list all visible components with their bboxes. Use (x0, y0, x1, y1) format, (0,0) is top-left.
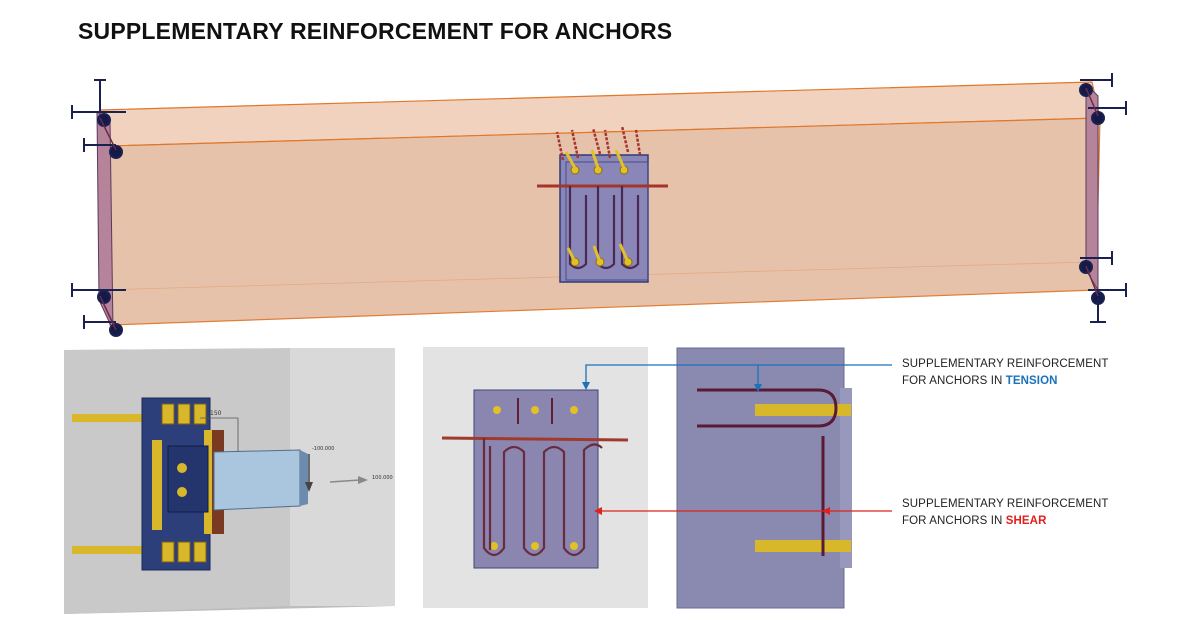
tension-leader (585, 364, 892, 386)
anchor-rod-bottom (72, 546, 152, 554)
shear-callout-line1: SUPPLEMENTARY REINFORCEMENT (902, 498, 1109, 510)
side-section-view (676, 347, 852, 609)
left-anchor-bolts (71, 79, 126, 337)
shear-keyword: SHEAR (1005, 515, 1047, 527)
dimension-label: 150 (210, 410, 222, 417)
tension-keyword: TENSION (1005, 375, 1058, 387)
page-title: SUPPLEMENTARY REINFORCEMENT FOR ANCHORS (78, 18, 673, 44)
right-anchor-bolts (1079, 73, 1127, 323)
center-anchor-plate (537, 125, 668, 283)
beam-isometric-view (71, 73, 1127, 337)
tension-callout-line2: FOR ANCHORS IN TENSION (902, 375, 1058, 387)
shear-callout: SUPPLEMENTARY REINFORCEMENT FOR ANCHORS … (902, 496, 1109, 530)
nuts (161, 403, 207, 563)
load-horizontal-label: 100.000 (372, 475, 393, 481)
tension-callout-line1: SUPPLEMENTARY REINFORCEMENT (902, 358, 1109, 370)
model-render-view: 150 -100.000 100.000 (64, 348, 395, 614)
front-elevation-view (423, 347, 648, 608)
anchor-rod-top (72, 414, 152, 422)
load-vertical-label: -100.000 (312, 446, 334, 452)
tension-callout: SUPPLEMENTARY REINFORCEMENT FOR ANCHORS … (902, 356, 1109, 390)
shear-callout-line2: FOR ANCHORS IN SHEAR (902, 515, 1047, 527)
